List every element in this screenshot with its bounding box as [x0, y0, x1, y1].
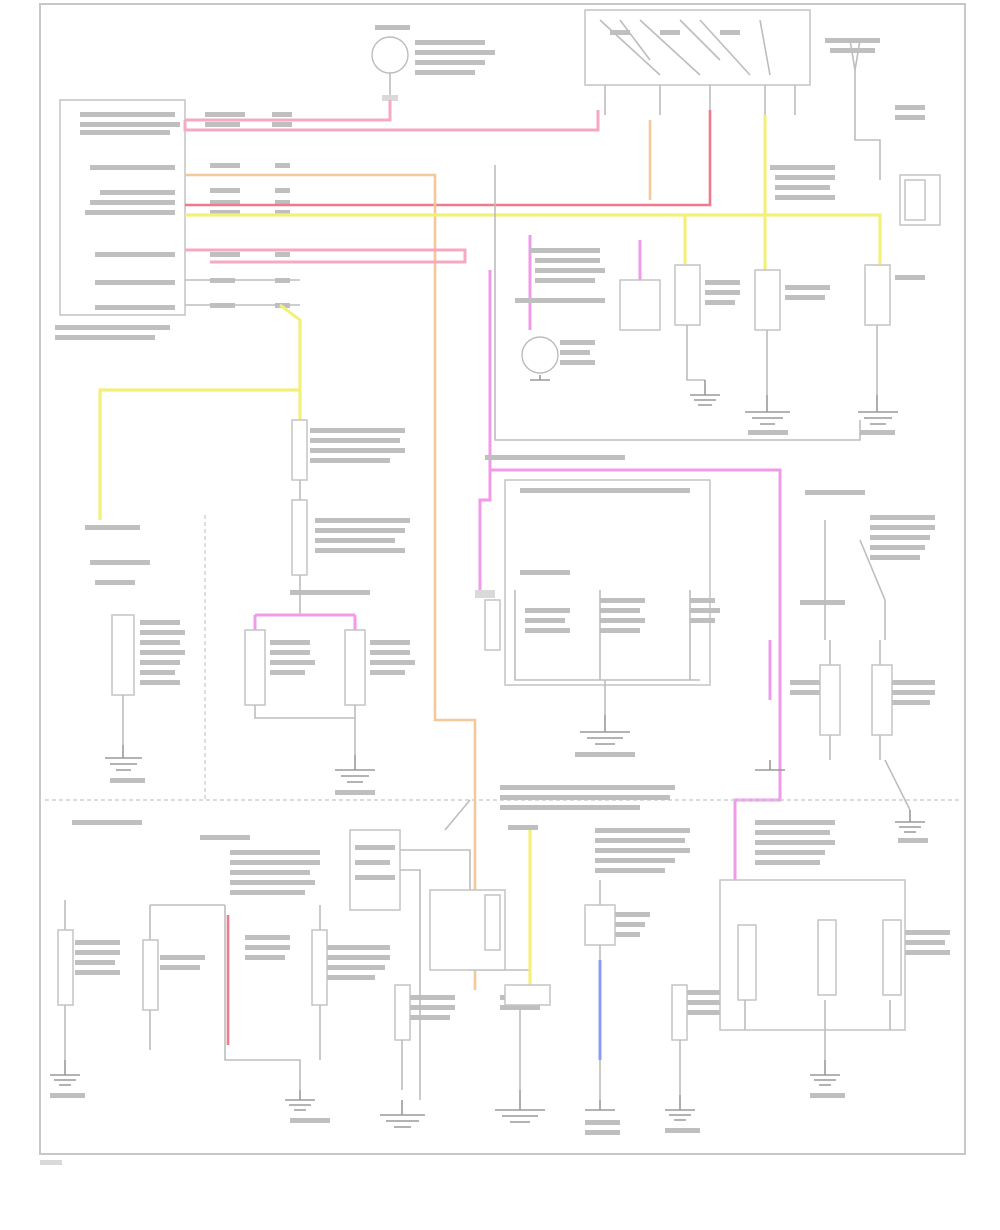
combination-switch-block	[584, 9, 811, 115]
ground-icon	[690, 380, 720, 406]
wire-pink-top	[183, 100, 600, 132]
ground-icon	[105, 745, 142, 771]
ground-icon	[530, 375, 550, 381]
ground-icon	[858, 395, 898, 425]
left-fuse-block	[55, 99, 186, 340]
ground-icon	[745, 395, 790, 425]
wire-orange-bus	[185, 173, 477, 990]
diagram-frame	[39, 3, 966, 1155]
center-left-relay	[244, 419, 415, 755]
ground-icon	[580, 715, 630, 745]
left-pin-labels	[205, 112, 292, 308]
ground-icon	[50, 1060, 80, 1086]
ground-labels	[50, 430, 928, 1135]
upper-right-components	[515, 165, 925, 395]
ground-icon	[755, 760, 785, 771]
wire-yellow-bus	[185, 115, 882, 270]
ground-icon	[585, 1100, 615, 1111]
bottom-left-components	[57, 820, 390, 1090]
ground-icon	[495, 1090, 545, 1123]
wire-pink-mid	[185, 248, 467, 264]
ground-icon	[285, 1090, 315, 1111]
bottom-center-components	[349, 785, 675, 1100]
left-column-components	[85, 515, 206, 800]
ground-icon	[810, 1060, 840, 1086]
ground-symbols	[50, 375, 925, 1128]
page-marker	[40, 1160, 62, 1165]
wire-red-bus	[185, 110, 712, 207]
center-control-module	[475, 455, 782, 920]
top-fuse-box	[371, 25, 495, 101]
ground-icon	[335, 755, 375, 783]
ground-icon	[895, 810, 925, 833]
top-right-switch	[825, 38, 941, 226]
ground-icon	[380, 1100, 425, 1128]
ground-icon	[665, 1095, 695, 1121]
bottom-right-components	[584, 820, 950, 1100]
right-column-components	[768, 490, 935, 811]
wire-gray-lower	[185, 279, 300, 306]
